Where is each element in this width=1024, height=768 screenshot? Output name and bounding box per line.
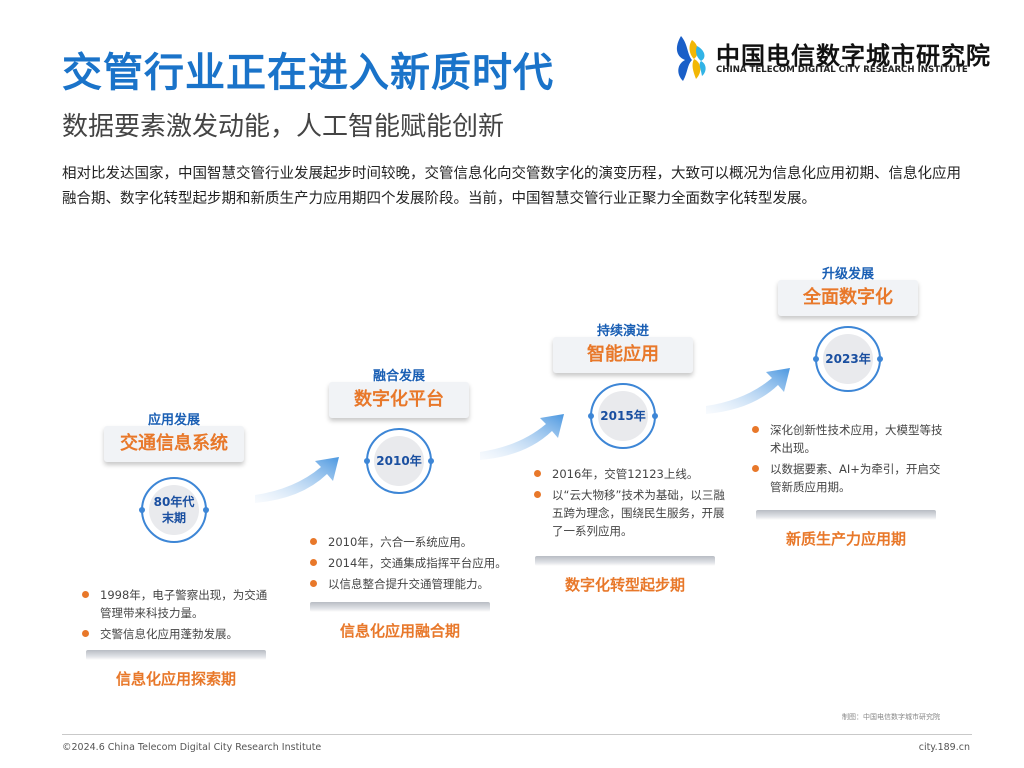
footer-url: city.189.cn <box>919 742 970 753</box>
bullet-icon <box>310 580 317 587</box>
list-item: 深化创新性技术应用，大模型等技术出现。 <box>752 421 944 457</box>
bullet-icon <box>534 491 541 498</box>
stage-year: 2015年 <box>598 391 648 441</box>
list-item: 2014年，交通集成指挥平台应用。 <box>310 554 510 572</box>
stage-bullet-list: 2016年，交管12123上线。 以“云大物移”技术为基础，以三融五跨为理念，围… <box>534 465 726 543</box>
intro-paragraph: 相对比发达国家，中国智慧交管行业发展起步时间较晚，交管信息化向交管数字化的演变历… <box>62 162 974 212</box>
bullet-icon <box>82 591 89 598</box>
list-item: 交警信息化应用蓬勃发展。 <box>82 625 268 643</box>
stage-year: 2010年 <box>374 436 424 486</box>
connector-dot <box>588 413 594 419</box>
source-note: 制图：中国电信数字城市研究院 <box>842 712 940 722</box>
chevron-arrow-icon <box>480 412 570 464</box>
page-subtitle: 数据要素激发动能，人工智能赋能创新 <box>62 106 504 143</box>
list-item: 以信息整合提升交通管理能力。 <box>310 575 510 593</box>
bullet-icon <box>752 465 759 472</box>
stage-platform <box>535 556 715 566</box>
list-item: 2016年，交管12123上线。 <box>534 465 726 483</box>
stage-platform <box>86 650 266 660</box>
stage-name: 全面数字化 <box>778 280 918 316</box>
china-telecom-logo-icon <box>672 34 714 82</box>
list-item: 以“云大物移”技术为基础，以三融五跨为理念，围绕民生服务，开展了一系列应用。 <box>534 486 726 540</box>
chevron-arrow-icon <box>255 455 345 507</box>
bullet-icon <box>82 630 89 637</box>
stage-name: 交通信息系统 <box>104 426 244 462</box>
stage-platform <box>756 510 936 520</box>
stage-year-circle: 80年代末期 <box>141 477 207 543</box>
list-item: 以数据要素、AI+为牵引，开启交管新质应用期。 <box>752 460 944 496</box>
bullet-icon <box>752 426 759 433</box>
stage-name: 数字化平台 <box>329 382 469 418</box>
stage-year-circle: 2015年 <box>590 383 656 449</box>
stage-bullet-list: 1998年，电子警察出现，为交通管理带来科技力量。 交警信息化应用蓬勃发展。 <box>82 586 268 646</box>
connector-dot <box>877 356 883 362</box>
connector-dot <box>652 413 658 419</box>
logo-name-en: CHINA TELECOM DIGITAL CITY RESEARCH INST… <box>716 65 968 75</box>
stage-year: 80年代末期 <box>149 485 199 535</box>
stage-bullet-list: 2010年，六合一系统应用。 2014年，交通集成指挥平台应用。 以信息整合提升… <box>310 533 510 596</box>
list-item: 1998年，电子警察出现，为交通管理带来科技力量。 <box>82 586 268 622</box>
stage-name: 智能应用 <box>553 337 693 373</box>
stage-year-circle: 2010年 <box>366 428 432 494</box>
footer-copyright: ©2024.6 China Telecom Digital City Resea… <box>62 742 321 753</box>
stage-period: 数字化转型起步期 <box>535 574 715 595</box>
bullet-icon <box>310 538 317 545</box>
stage-period: 信息化应用融合期 <box>310 620 490 641</box>
brand-logo: 中国电信数字城市研究院 CHINA TELECOM DIGITAL CITY R… <box>672 34 972 82</box>
stage-platform <box>310 602 490 612</box>
connector-dot <box>428 458 434 464</box>
bullet-icon <box>534 470 541 477</box>
stage-year-circle: 2023年 <box>815 326 881 392</box>
connector-dot <box>139 507 145 513</box>
connector-dot <box>203 507 209 513</box>
stage-year: 2023年 <box>823 334 873 384</box>
list-item: 2010年，六合一系统应用。 <box>310 533 510 551</box>
connector-dot <box>813 356 819 362</box>
connector-dot <box>364 458 370 464</box>
stage-bullet-list: 深化创新性技术应用，大模型等技术出现。 以数据要素、AI+为牵引，开启交管新质应… <box>752 421 944 499</box>
stage-period: 信息化应用探索期 <box>86 668 266 689</box>
stage-period: 新质生产力应用期 <box>756 528 936 549</box>
bullet-icon <box>310 559 317 566</box>
footer-divider <box>62 734 972 735</box>
chevron-arrow-icon <box>706 366 796 418</box>
page-title: 交管行业正在进入新质时代 <box>62 40 554 98</box>
